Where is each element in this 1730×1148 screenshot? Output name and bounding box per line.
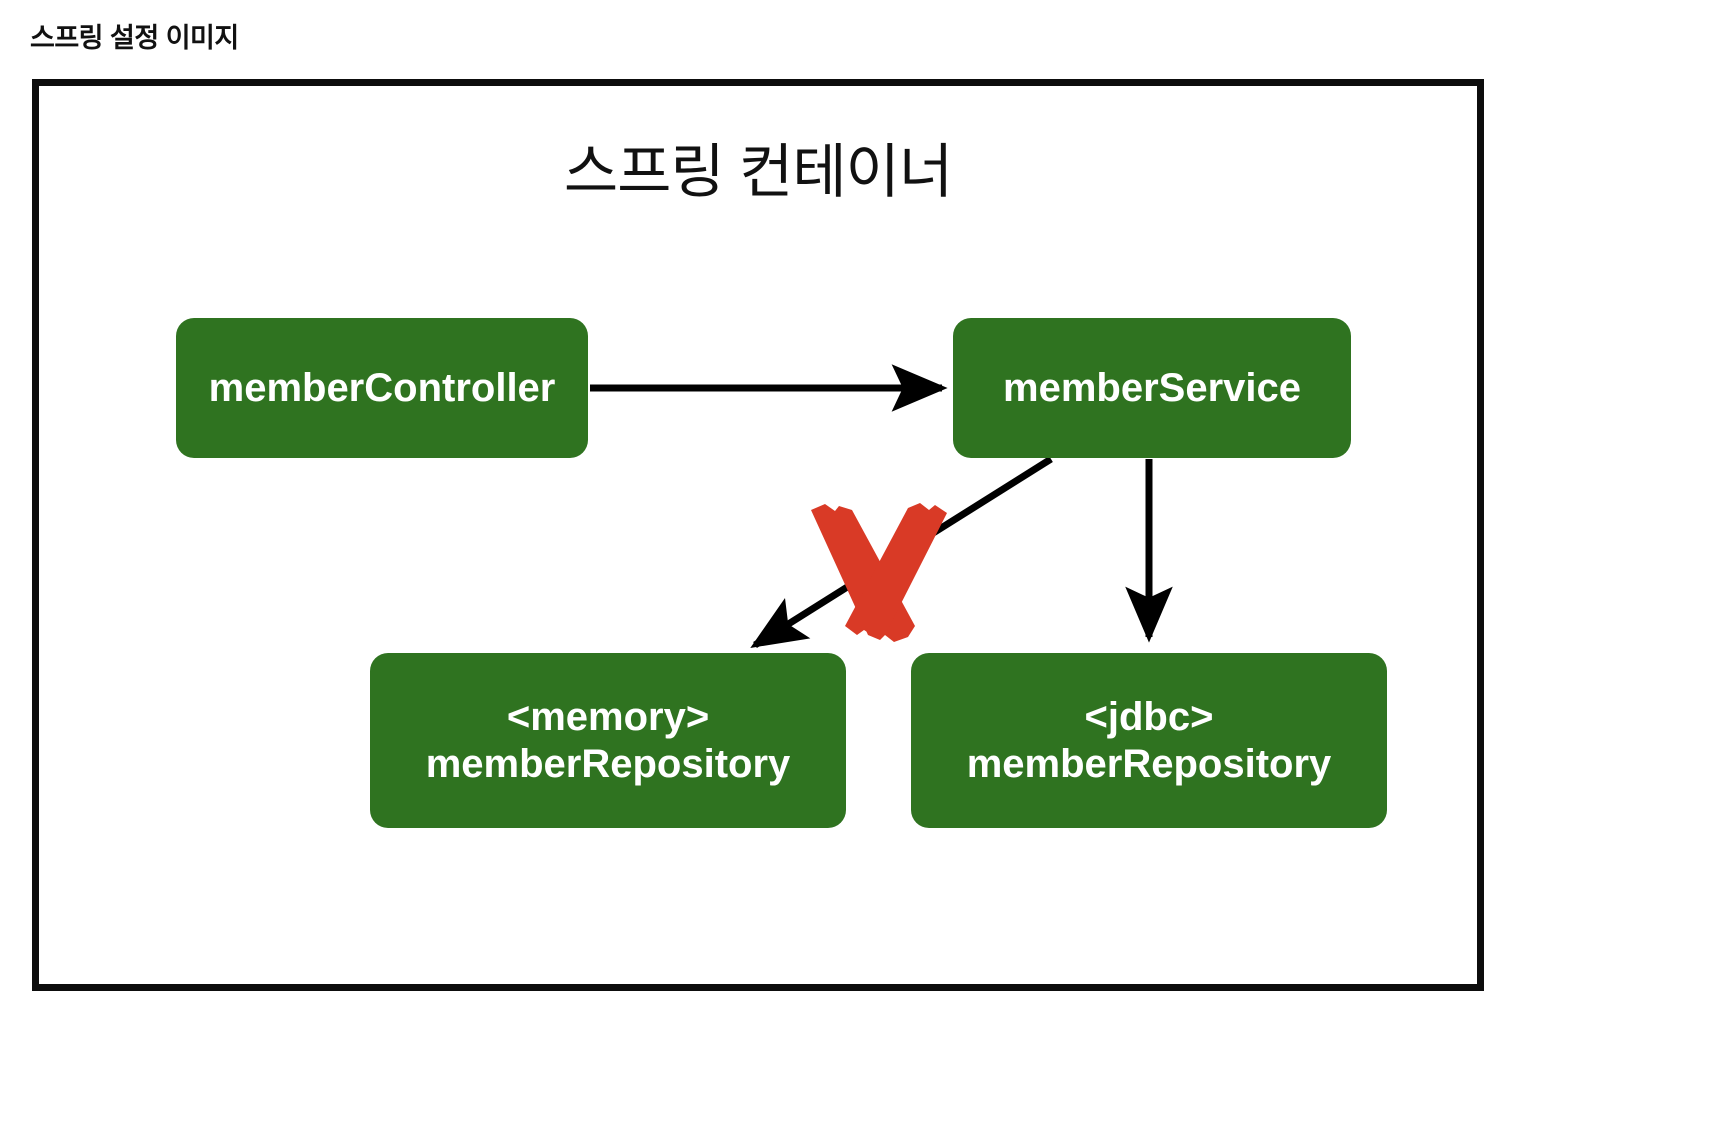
bean-box-member-controller[interactable]: memberController [176,318,588,458]
spring-container-diagram: 스프링 컨테이너 [32,79,1484,991]
arrow-layer [590,364,1173,648]
bean-box-jdbc-member-repository[interactable]: <jdbc> memberRepository [911,653,1387,828]
bean-box-memory-member-repository[interactable]: <memory> memberRepository [370,653,846,828]
bean-label-line-1: <jdbc> [1084,695,1214,740]
bean-label-line-1: memberService [1003,365,1301,410]
cross-out-annotation [811,503,947,642]
bean-label-line-1: <memory> [506,695,710,740]
bean-box-member-service[interactable]: memberService [953,318,1351,458]
arrow-service-to-memory-repository [750,456,1053,648]
bean-label-line-2: memberRepository [966,741,1332,786]
red-x-icon [811,503,947,642]
bean-label-line-1: memberController [208,365,556,410]
spring-container-label: 스프링 컨테이너 [563,139,953,205]
diagram-canvas: 스프링 컨테이너 [39,86,1477,984]
page-title: 스프링 설정 이미지 [30,23,239,53]
bean-label-line-2: memberRepository [425,741,791,786]
